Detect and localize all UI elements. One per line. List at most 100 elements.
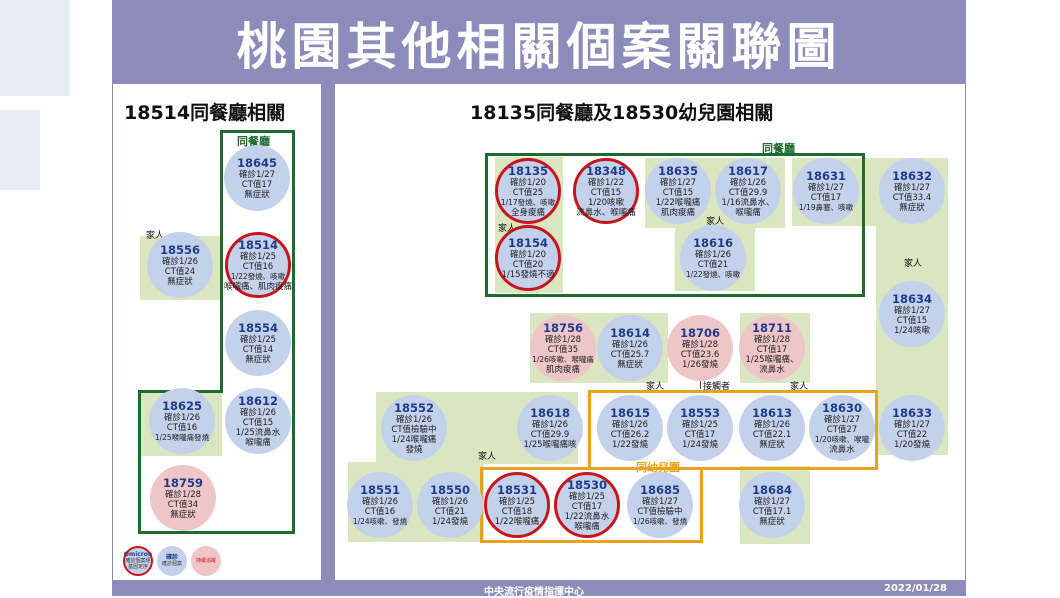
case-detail-line: 喉嚨痛、肌肉痠痛 [224,281,293,292]
family-label: 家人 [498,224,517,234]
legend-omicron-title: Omicron [123,551,153,558]
case-detail-line: 1/25流鼻水 [235,427,281,438]
case-detail-line: 流鼻水、喉嚨痛 [576,207,636,218]
case-detail-line: 流鼻水 [829,444,855,455]
restaurant-label-left: 同餐廳 [237,135,270,148]
case-detail-line: 確診1/20 [509,249,547,260]
case-detail-line: 流鼻水 [759,364,785,375]
legend-pending-text: 持續追蹤 [195,558,216,564]
case-id: 18631 [805,168,846,183]
kindergarten-frame-upper-bottom [700,467,878,470]
case-detail-line: 確診1/25 [239,334,277,345]
case-id: 18614 [609,325,650,340]
case-detail-line: CT值16 [242,261,274,272]
case-detail-line: 確診1/27 [893,305,931,316]
case-detail-line: 確診1/26 [361,496,399,507]
case-id: 18635 [657,163,698,178]
case-detail-line: CT值15 [662,187,694,198]
case-id: 18348 [585,163,626,178]
legend-confirmed-text: 確診個案 [161,561,182,567]
case-id: 18552 [393,400,434,415]
case-detail-line: 確診1/25 [239,251,277,262]
case-detail-line: 確診1/25 [568,491,606,502]
case-detail-line: 1/20發燒 [893,439,931,450]
family-label: 家人 [478,452,497,462]
case-detail-line: 確診1/25 [681,419,719,430]
case-id: 18615 [609,405,650,420]
case-detail-line: CT值17 [810,192,842,203]
case-detail-line: CT值17 [241,179,273,190]
legend-confirmed: 確診 確診個案 [157,546,187,576]
case-id: 18554 [237,320,278,335]
case-detail-line: 無症狀 [167,276,193,287]
contact-connector [700,377,701,389]
case-id: 18530 [566,477,607,492]
case-detail-line: 確診1/26 [611,339,649,350]
case-detail-line: 1/20咳嗽、喉嚨 [814,434,870,444]
case-id: 18630 [821,400,862,415]
family-label: 家人 [146,231,165,241]
case-detail-line: 確診1/20 [509,177,547,188]
case-detail-line: CT值29.9 [530,429,570,440]
case-detail-line: 確診1/26 [161,256,199,267]
case-detail-line: CT值檢驗中 [637,506,683,517]
restaurant-frame-left-lower [138,390,295,534]
case-detail-line: CT值檢驗中 [391,424,437,435]
case-id: 18759 [162,475,203,490]
case-detail-line: 確診1/28 [681,339,719,350]
case-detail-line: CT值17.1 [752,506,792,517]
case-detail-line: CT值21 [434,506,466,517]
case-id: 18756 [542,320,583,335]
case-detail-line: 喉嚨痛 [574,521,600,532]
case-id: 18154 [507,235,548,250]
case-id: 18514 [237,237,278,252]
case-detail-line: CT值20 [512,259,544,270]
case-detail-line: 確診1/26 [694,249,732,260]
case-detail-line: 確診1/27 [641,496,679,507]
case-detail-line: 1/26發燒 [681,359,719,370]
footer-center: 中央流行疫情指揮中心 [484,587,584,598]
case-detail-line: 1/22喉嚨痛 [655,197,701,208]
case-id: 18685 [639,482,680,497]
legend-confirmed-title: 確診 [165,554,178,561]
family-label: 家人 [790,382,809,392]
family-label: 家人 [706,217,725,227]
case-detail-line: CT值34 [167,499,199,510]
case-id: 18551 [359,482,400,497]
case-detail-line: 確診1/27 [238,169,276,180]
kindergarten-frame-mid-left [588,390,591,470]
case-id: 18625 [161,398,202,413]
case-detail-line: 確診1/27 [823,414,861,425]
case-detail-line: 無症狀 [899,202,925,213]
case-detail-line: CT值15 [896,315,928,326]
case-detail-line: 確診1/28 [753,334,791,345]
left-section-heading: 18514同餐廳相關 [124,102,286,124]
case-detail-line: 確診1/27 [893,419,931,430]
case-detail-line: 確診1/26 [611,419,649,430]
case-id: 18706 [679,325,720,340]
case-detail-line: 確診1/27 [753,496,791,507]
case-detail-line: 1/22發燒、咳嗽 [685,269,741,279]
case-detail-line: CT值25.7 [610,349,650,360]
decor-block-2 [0,110,40,190]
case-detail-line: CT值22 [896,429,928,440]
